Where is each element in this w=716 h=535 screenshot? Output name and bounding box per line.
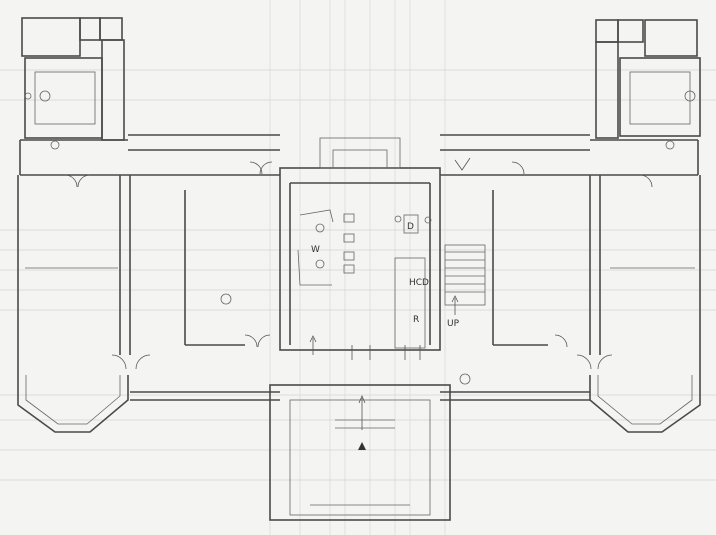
central-hall bbox=[279, 137, 441, 351]
label-d: D bbox=[407, 222, 414, 232]
main-hall-walls bbox=[17, 174, 701, 375]
label-up: UP bbox=[447, 319, 460, 329]
right-service-wing bbox=[590, 19, 701, 175]
arrows bbox=[309, 295, 459, 450]
right-bay-window bbox=[589, 375, 701, 433]
fixtures bbox=[24, 90, 696, 385]
lower-corridor bbox=[130, 391, 590, 401]
left-bay-window bbox=[17, 375, 129, 433]
upper-corridors bbox=[128, 134, 590, 151]
left-service-wing bbox=[19, 17, 128, 175]
label-hcd: HCD bbox=[409, 278, 429, 288]
doors bbox=[64, 157, 653, 370]
stairs bbox=[444, 244, 486, 306]
entry-arrow-icon bbox=[358, 442, 366, 450]
entrance-terrace bbox=[269, 384, 451, 521]
label-w: W bbox=[311, 245, 320, 255]
label-r: R bbox=[413, 315, 419, 325]
